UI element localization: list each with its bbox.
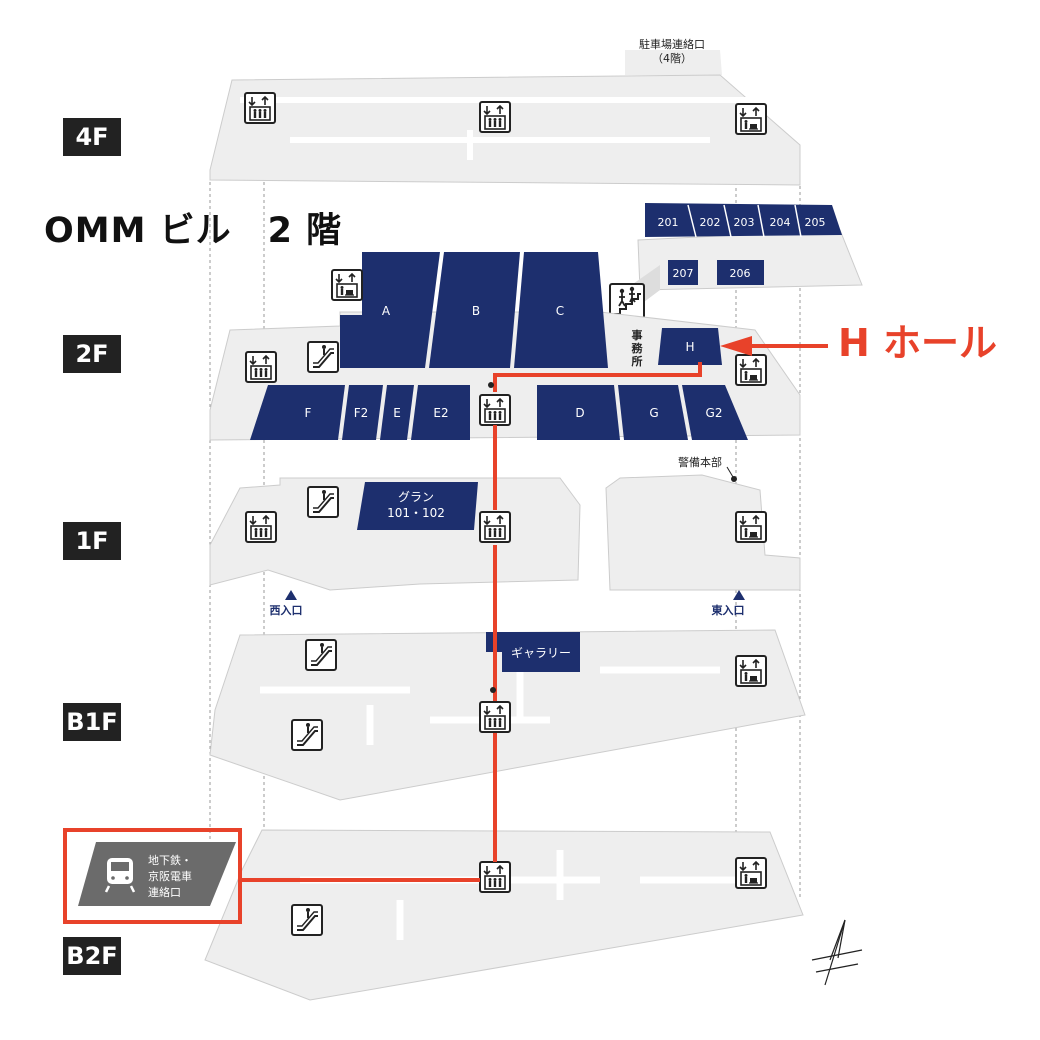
- office-label: 務: [632, 341, 644, 355]
- parking-floor-label: （4階）: [652, 51, 692, 65]
- east-entrance-label: 東入口: [712, 603, 745, 617]
- building-title: OMM ビル 2 階: [44, 211, 343, 251]
- room-label: G2: [706, 406, 723, 420]
- annex-room-label: 202: [700, 216, 721, 229]
- room-f2: [342, 385, 383, 440]
- subway-label: 京阪電車: [148, 869, 192, 883]
- floor-1f: 西入口 東入口 警備本部: [209, 455, 801, 617]
- room-label: E2: [433, 406, 448, 420]
- room-h: [658, 328, 722, 365]
- floor-badge-b1f: B1F: [63, 703, 121, 741]
- floor-badge-1f: 1F: [63, 522, 121, 560]
- floor-2f-annex: [609, 203, 863, 320]
- west-entrance-label: 西入口: [270, 604, 303, 617]
- room-label: F: [305, 406, 312, 420]
- room-label: E: [393, 406, 401, 420]
- room-label: D: [575, 406, 584, 420]
- room-grand-101-102: [357, 482, 478, 530]
- annex-room-label: 205: [805, 216, 826, 229]
- east-entrance-marker: [733, 590, 745, 600]
- room-e2: [411, 385, 470, 440]
- annex-room-label: 203: [734, 216, 755, 229]
- room-d: [537, 385, 620, 440]
- hall-callout: H ホール: [838, 321, 998, 365]
- annex-room-label: 206: [730, 267, 751, 280]
- parking-label: 駐車場連絡口: [639, 37, 705, 51]
- room-label: A: [382, 304, 391, 318]
- room-a: [340, 252, 440, 368]
- subway-label: 地下鉄・: [148, 853, 192, 867]
- subway-label: 連絡口: [148, 885, 181, 899]
- room-c: [514, 252, 608, 368]
- room-f: [250, 385, 345, 440]
- office-label: 事: [632, 328, 643, 342]
- grand-room-label: グラン: [398, 490, 434, 504]
- room-label: C: [556, 304, 564, 318]
- floor-badge-b2f: B2F: [63, 937, 121, 975]
- room-label: F2: [354, 406, 369, 420]
- floor-b1f: [209, 629, 806, 801]
- gallery-label: ギャラリー: [511, 646, 571, 660]
- room-e: [380, 385, 414, 440]
- route-line: [238, 344, 828, 882]
- annex-room-label: 204: [770, 216, 791, 229]
- room-label: G: [649, 406, 658, 420]
- train-icon: [104, 858, 136, 893]
- room-b: [429, 252, 520, 368]
- room-207: [668, 260, 698, 285]
- office-label: 所: [632, 354, 643, 368]
- route-arrowhead: [720, 336, 752, 356]
- room-label: B: [472, 304, 480, 318]
- grand-room-number: 101・102: [387, 506, 445, 520]
- security-label: 警備本部: [678, 455, 722, 469]
- room-g2: [682, 385, 748, 440]
- room-label: H: [685, 340, 694, 354]
- room-206: [717, 260, 764, 285]
- north-arrow-icon: [811, 919, 863, 986]
- annex-room-label: 207: [673, 267, 694, 280]
- west-entrance-marker: [285, 590, 297, 600]
- floor-badge-2f: 2F: [63, 335, 121, 373]
- room-g: [618, 385, 688, 440]
- subway-connection: [63, 828, 242, 924]
- annex-room-label: 201: [658, 216, 679, 229]
- room-gallery: [486, 632, 580, 672]
- floor-badge-4f: 4F: [63, 118, 121, 156]
- floor-4f: 駐車場連絡口 （4階）: [209, 37, 801, 186]
